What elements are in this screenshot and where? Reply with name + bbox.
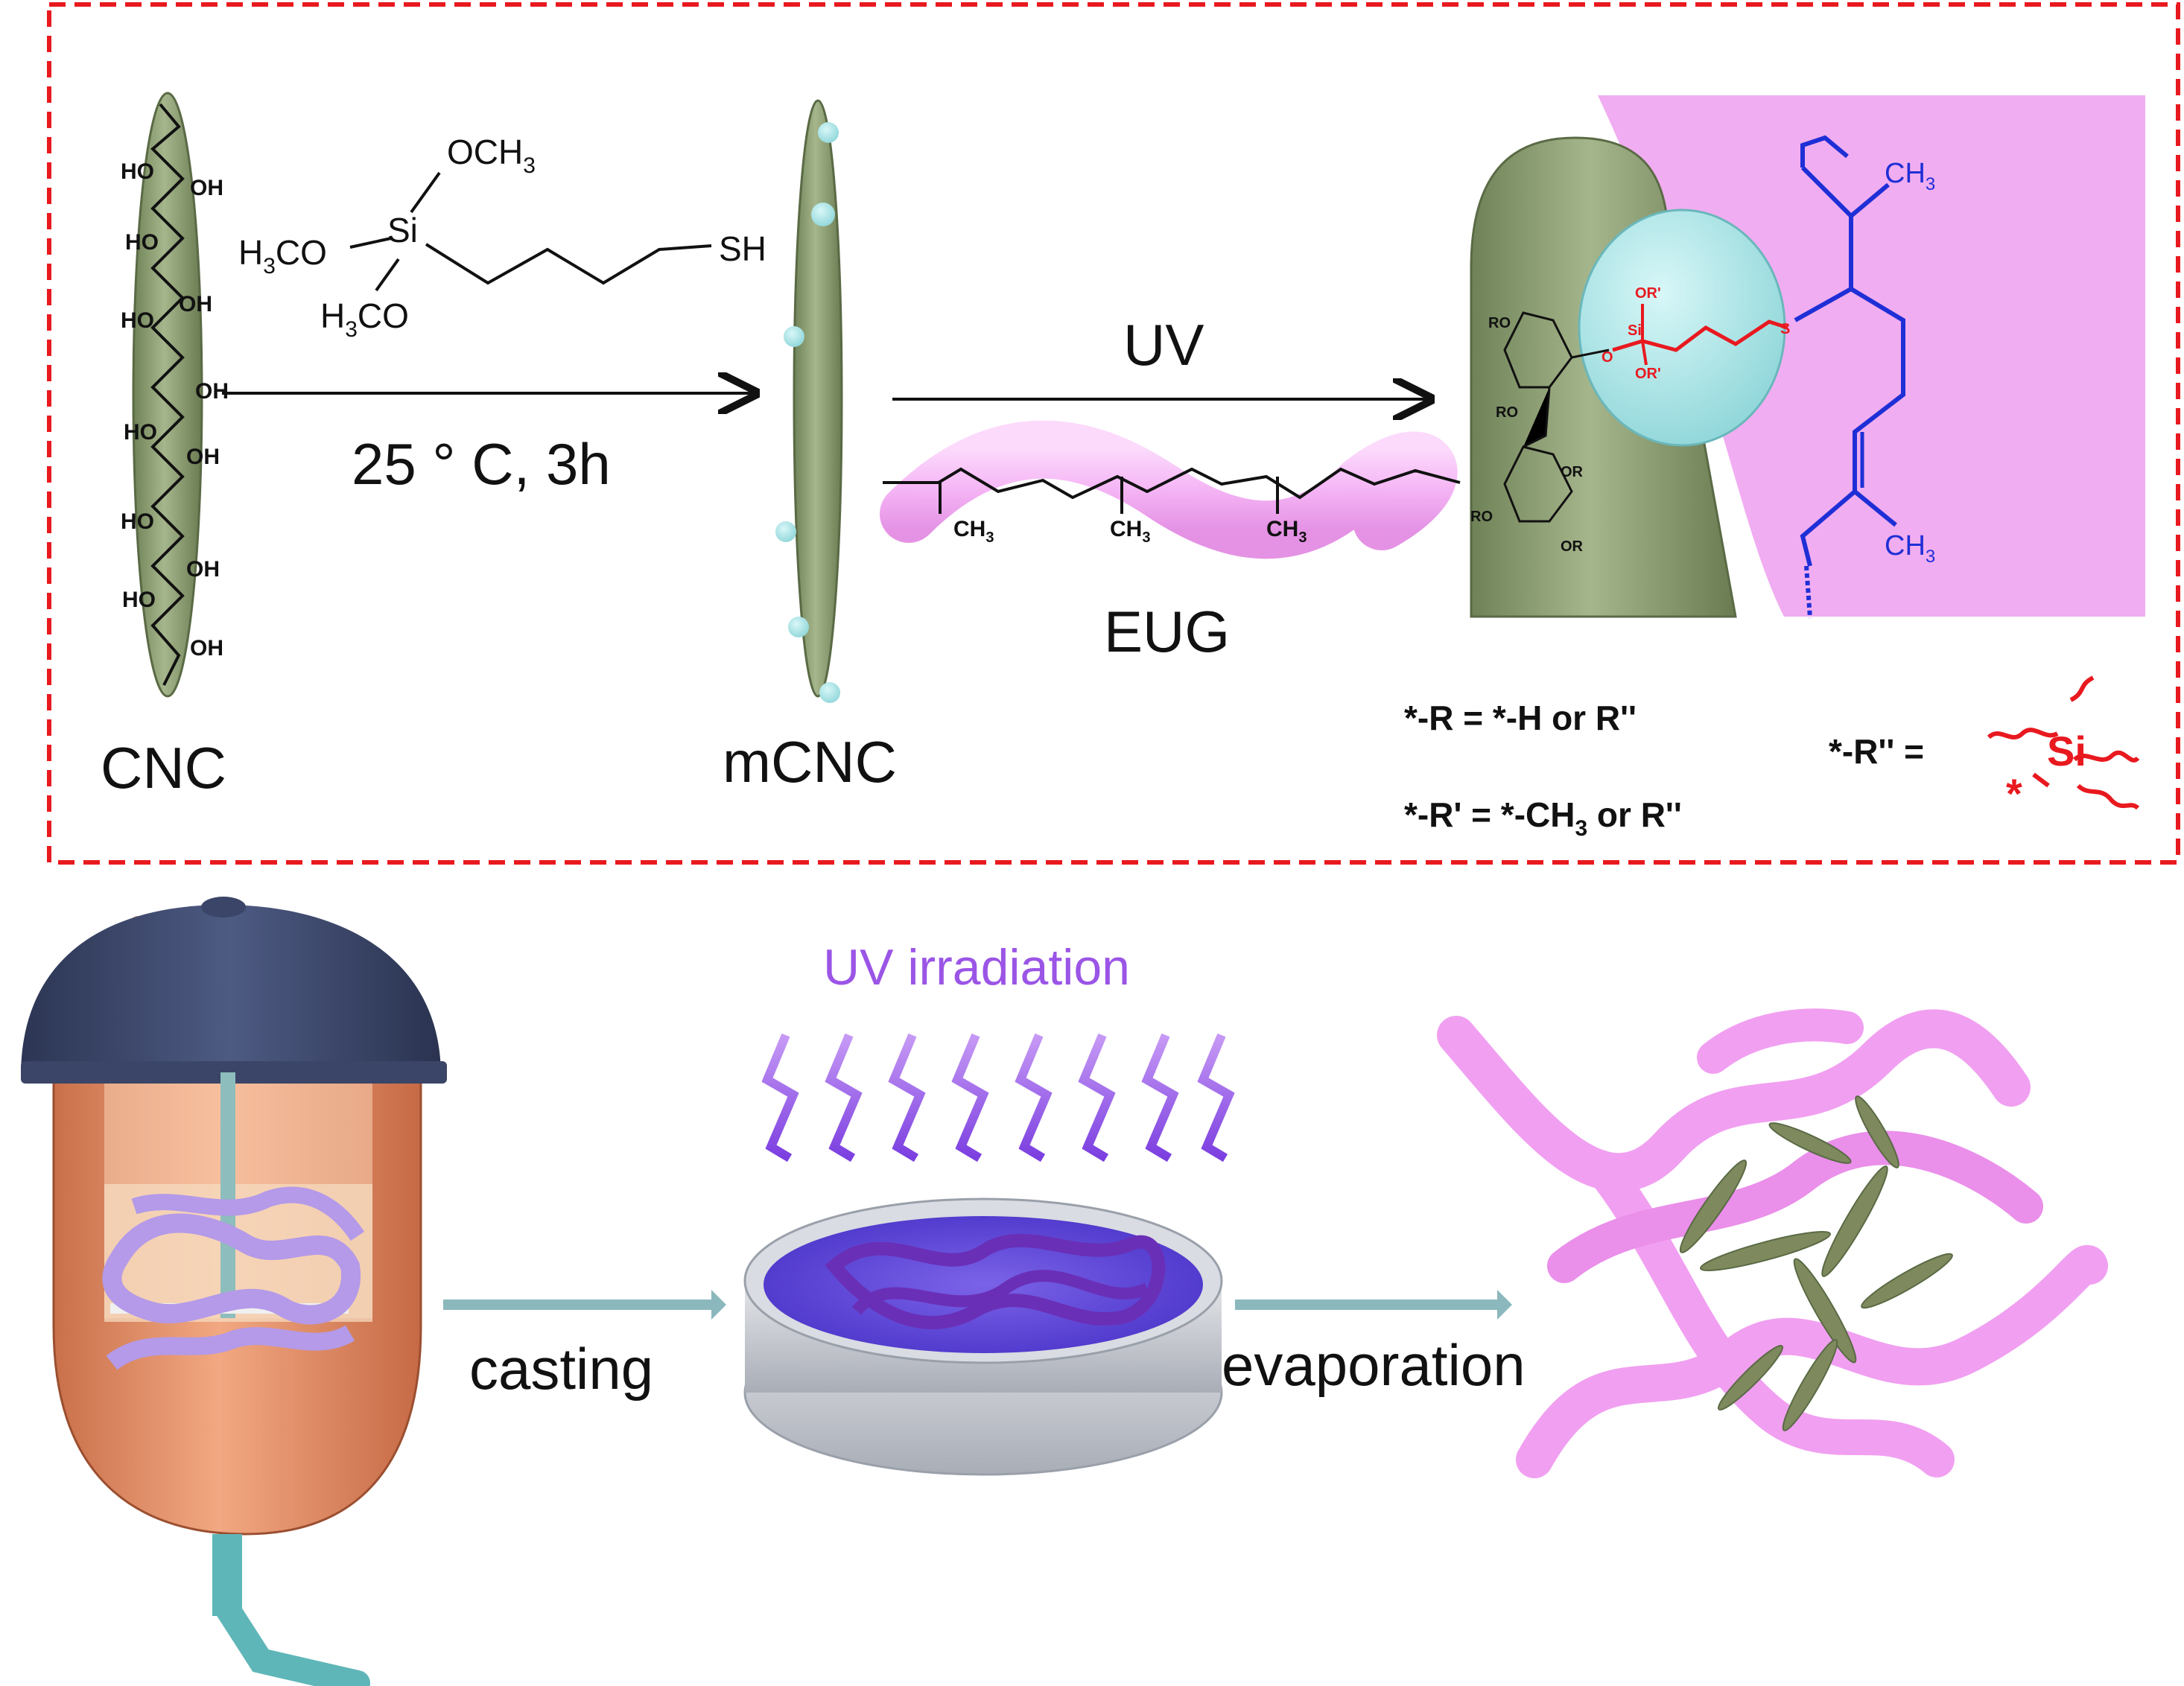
condition-1: 25 ° C, 3h xyxy=(352,431,611,497)
scheme-frame xyxy=(47,2,2180,865)
si-label-product: Si xyxy=(1628,322,1642,339)
cnc-oh-2: OH xyxy=(179,292,212,316)
thiol-group: SH xyxy=(719,229,766,268)
gluc-ro-1: RO xyxy=(1488,315,1511,331)
blue-ch3-bottom: CH3 xyxy=(1885,530,1935,567)
cnc-oh-1: OH xyxy=(190,176,223,200)
cnc-ho-1: HO xyxy=(121,159,154,184)
silane-dot xyxy=(818,122,839,143)
star-symbol: * xyxy=(2006,770,2022,817)
silane-dot xyxy=(819,682,840,703)
blue-ch3-top: CH3 xyxy=(1885,158,1935,194)
uv-irradiation-label: UV irradiation xyxy=(823,939,1130,996)
methoxy-top: OCH3 xyxy=(447,133,536,178)
gluc-ro-2: RO xyxy=(1496,404,1518,421)
cnc-ho-6: HO xyxy=(122,588,156,612)
reactor-vessel xyxy=(21,897,447,1686)
gluc-ro-3: RO xyxy=(1470,509,1493,525)
silane-dot xyxy=(788,617,809,637)
legend-r-def: *-R = *-H or R'' xyxy=(1404,699,1637,737)
silicon-atom: Si xyxy=(387,211,418,249)
s-link: S xyxy=(1780,321,1790,337)
methoxy-bottom: H3CO xyxy=(320,296,409,342)
cellulose-chain xyxy=(150,103,185,686)
eug-ch3-3: CH3 xyxy=(1266,517,1307,546)
si-or-prime-1: OR' xyxy=(1635,285,1661,302)
legend-r-prime-def: *-R' = *-CH3 or R'' xyxy=(1404,795,1682,841)
si-symbol: Si xyxy=(2047,728,2086,774)
petri-dish xyxy=(743,1197,1223,1476)
cnc-oh-3: OH xyxy=(195,379,229,404)
silane-reagent: OCH3 H3CO Si SH H3CO xyxy=(238,133,766,342)
silane-dot xyxy=(811,203,835,226)
si-or-prime-2: OR' xyxy=(1635,366,1661,382)
cnc-ho-4: HO xyxy=(124,420,157,445)
legend-r-double-def: *-R'' = xyxy=(1829,732,1924,771)
si-star-symbol: Si * xyxy=(1987,675,2140,817)
cnc-ho-2: HO xyxy=(125,230,159,255)
cnc-label: CNC xyxy=(101,735,226,801)
step-casting: casting xyxy=(469,1336,653,1402)
silane-dot xyxy=(775,521,796,542)
cnc-ho-5: HO xyxy=(121,509,154,534)
composite-network xyxy=(1437,1008,2108,1478)
silane-sphere xyxy=(1578,209,1786,447)
cnc-oh-4: OH xyxy=(186,445,220,469)
si-o-link: O xyxy=(1602,349,1613,366)
uv-rays xyxy=(761,1033,1235,1162)
eug-ch3-2: CH3 xyxy=(1110,517,1150,546)
mcnc-label: mCNC xyxy=(723,729,897,795)
mcnc-rod xyxy=(775,99,843,703)
gluc-or-1: OR xyxy=(1561,464,1584,480)
silane-dot xyxy=(784,326,804,347)
methoxy-left: H3CO xyxy=(238,233,327,279)
product-closeup: OR' Si OR' O S CH3 CH3 RO RO OR RO OR xyxy=(1470,95,2145,619)
cnc-rod: HO OH HO OH HO OH HO OH HO OH HO OH xyxy=(121,92,229,698)
eug-polymer: CH3 CH3 CH3 xyxy=(880,420,1461,559)
gluc-or-2: OR xyxy=(1561,538,1584,555)
cnc-oh-6: OH xyxy=(190,636,223,661)
condition-2: UV xyxy=(1123,312,1204,378)
eug-label: EUG xyxy=(1104,599,1230,664)
eug-ch3-1: CH3 xyxy=(953,517,994,546)
cnc-oh-5: OH xyxy=(186,557,220,582)
step-evaporation: evaporation xyxy=(1222,1332,1526,1398)
cnc-ho-3: HO xyxy=(121,308,154,333)
